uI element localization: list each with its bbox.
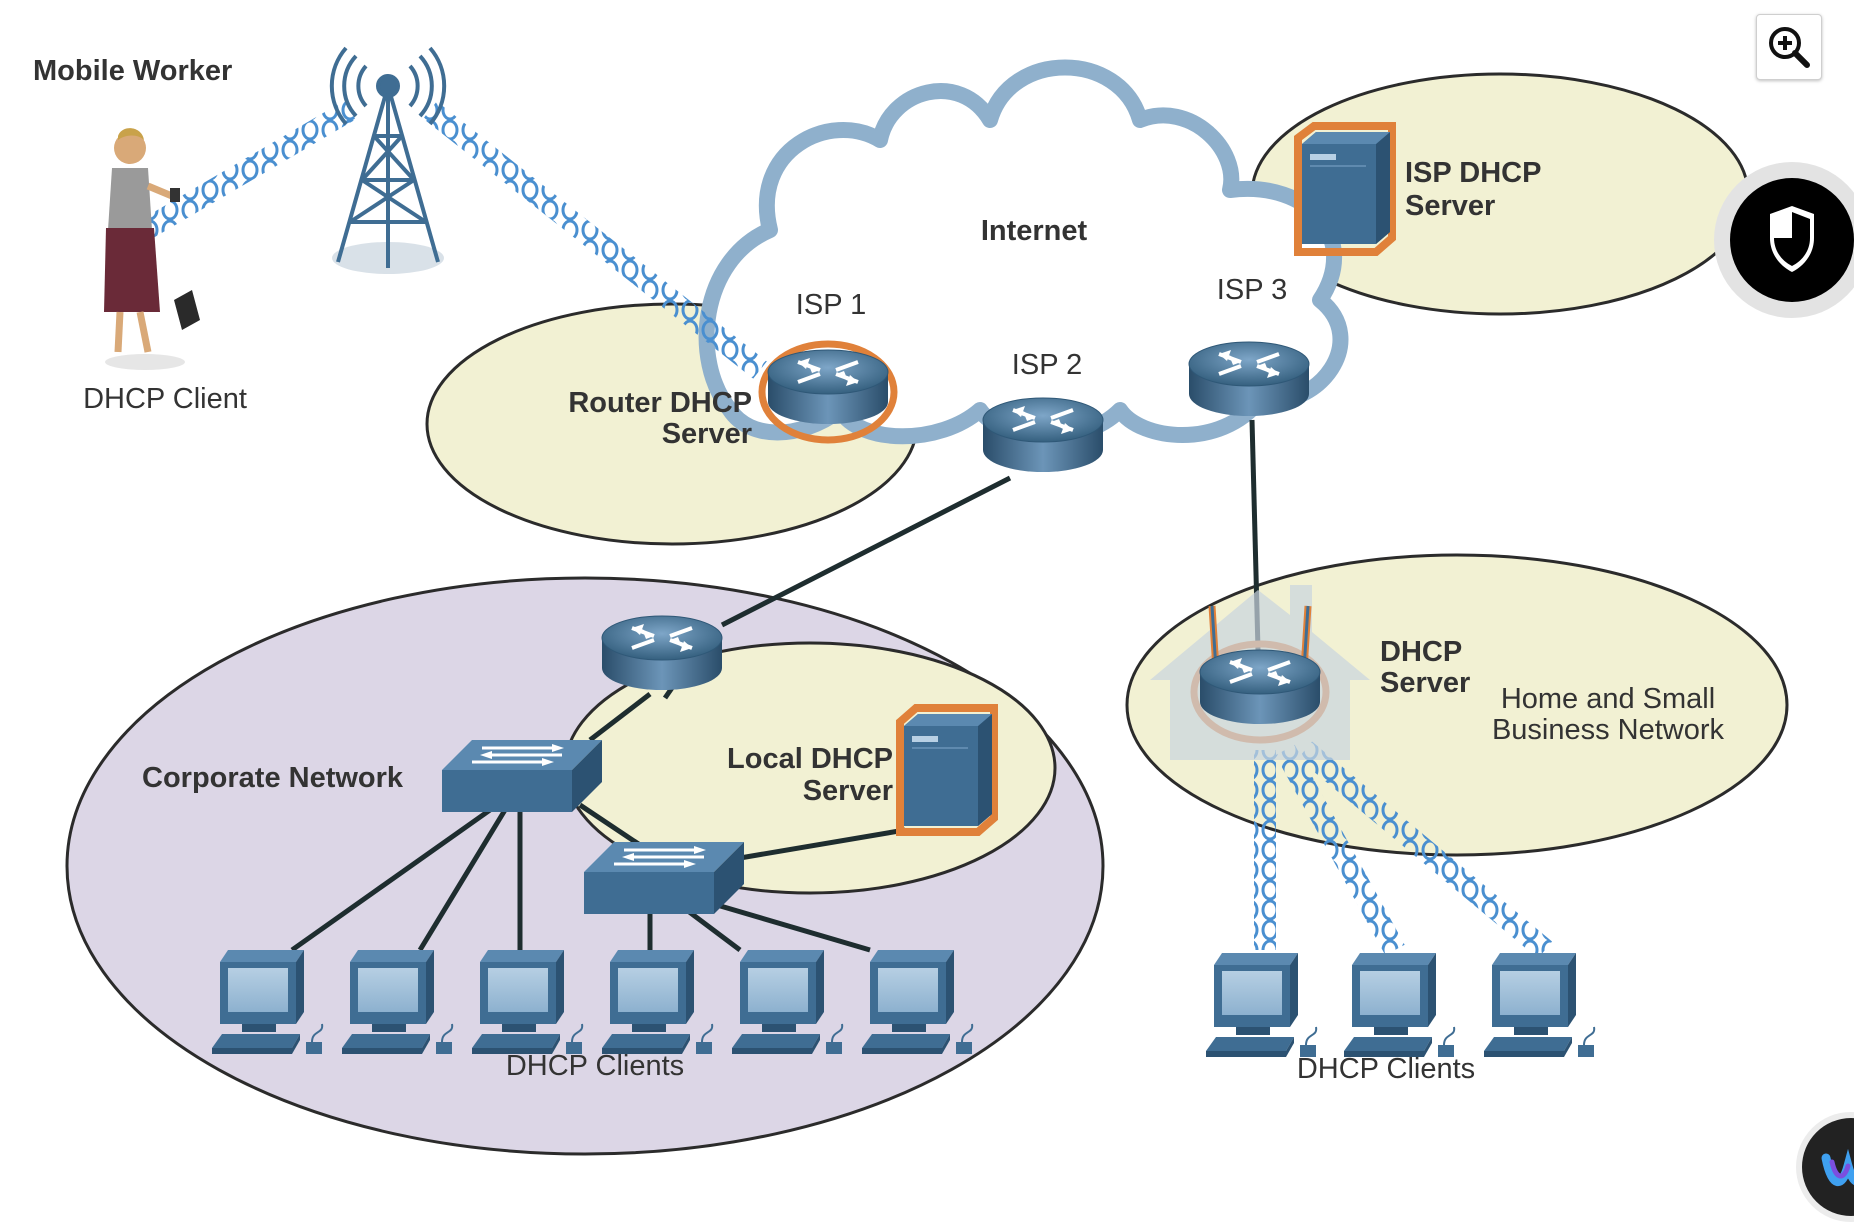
webex-icon [1821, 1148, 1854, 1186]
distribution-switch-icon [582, 840, 746, 916]
mobile-worker-label: Mobile Worker [33, 55, 232, 87]
isp-dhcp-server-label-line1: ISP DHCP [1405, 157, 1541, 189]
home-dhcp-server-label-line1: DHCP [1380, 636, 1462, 668]
wireless-links [139, 100, 1553, 959]
local-dhcp-server-icon [896, 704, 998, 836]
mobile-worker-figure [104, 128, 200, 370]
corporate-switch-icon [440, 738, 604, 814]
isp1-router-icon [758, 340, 898, 444]
home-network-label-line2: Business Network [1492, 714, 1725, 746]
corporate-router-icon [600, 614, 724, 692]
home-pc-icon-1 [1205, 952, 1318, 1058]
isp2-label: ISP 2 [1012, 349, 1082, 381]
webex-launcher-button[interactable] [1796, 1112, 1854, 1222]
cell-tower-icon [329, 46, 447, 274]
isp-dhcp-server-icon [1294, 122, 1396, 256]
home-network-label-line1: Home and Small [1501, 683, 1715, 715]
home-dhcp-server-label-line2: Server [1380, 667, 1470, 699]
local-dhcp-server-label-line2: Server [803, 775, 893, 807]
home-dhcp-clients-label: DHCP Clients [1297, 1053, 1475, 1085]
isp3-router-icon [1187, 340, 1311, 418]
corporate-dhcp-clients-label: DHCP Clients [506, 1050, 684, 1082]
home-wireless-router-icon [1150, 585, 1370, 760]
router-dhcp-server-label-line2: Server [662, 418, 752, 450]
shield-icon [1770, 206, 1814, 272]
home-pc-icon-3 [1483, 952, 1596, 1058]
local-dhcp-server-label-line1: Local DHCP [727, 743, 893, 775]
security-shield-button-inner [1730, 178, 1854, 302]
router-dhcp-server-label-line1: Router DHCP [568, 387, 752, 419]
isp3-label: ISP 3 [1217, 274, 1287, 306]
webex-launcher-inner [1802, 1118, 1854, 1216]
isp-dhcp-server-label-line2: Server [1405, 190, 1495, 222]
security-shield-button[interactable] [1714, 162, 1854, 318]
zoom-in-button[interactable] [1756, 14, 1822, 80]
internet-label: Internet [981, 215, 1088, 247]
corporate-network-label: Corporate Network [142, 762, 404, 794]
isp2-router-icon [981, 396, 1105, 474]
dhcp-client-label: DHCP Client [83, 383, 247, 415]
zoom-in-icon [1769, 27, 1810, 68]
network-links [290, 419, 1261, 953]
home-pc-icon-2 [1343, 952, 1456, 1058]
isp1-label: ISP 1 [796, 289, 866, 321]
